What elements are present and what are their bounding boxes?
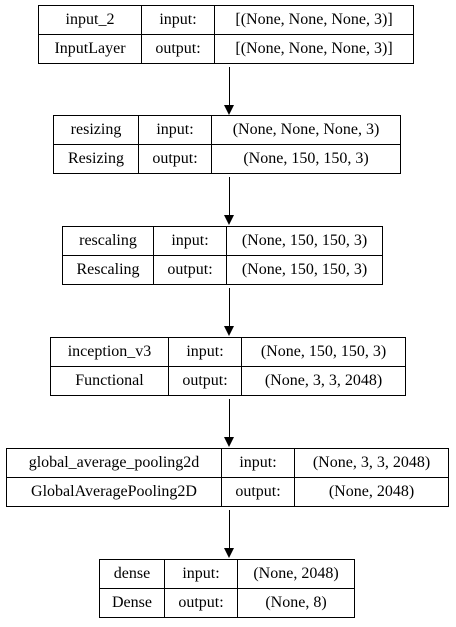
layer-node-rescaling: rescaling input: (None, 150, 150, 3) Res… [62, 226, 383, 285]
connector-arrow [224, 177, 234, 225]
input-shape: (None, 150, 150, 3) [226, 226, 383, 256]
output-label: output: [141, 34, 215, 64]
input-label: input: [164, 559, 238, 589]
output-shape: (None, 150, 150, 3) [226, 255, 383, 285]
input-label: input: [138, 115, 212, 145]
layer-type: Dense [99, 588, 165, 618]
input-label: input: [221, 448, 295, 478]
layer-type: Rescaling [62, 255, 154, 285]
connector-arrow [224, 510, 234, 558]
layer-node-global-average-pooling2d: global_average_pooling2d input: (None, 3… [6, 448, 449, 507]
layer-name: resizing [53, 115, 139, 145]
output-shape: (None, 150, 150, 3) [211, 144, 401, 174]
layer-type: GlobalAveragePooling2D [6, 477, 222, 507]
input-label: input: [141, 5, 215, 35]
input-shape: (None, 3, 3, 2048) [294, 448, 449, 478]
connector-arrow [224, 399, 234, 447]
input-shape: (None, 2048) [237, 559, 355, 589]
layer-name: input_2 [38, 5, 142, 35]
input-shape: [(None, None, None, 3)] [214, 5, 414, 35]
layer-node-inception-v3: inception_v3 input: (None, 150, 150, 3) … [50, 337, 406, 396]
output-shape: (None, 2048) [294, 477, 449, 507]
layer-name: dense [99, 559, 165, 589]
output-label: output: [221, 477, 295, 507]
input-label: input: [168, 337, 242, 367]
layer-type: InputLayer [38, 34, 142, 64]
layer-type: Functional [50, 366, 169, 396]
connector-arrow [224, 67, 234, 115]
layer-type: Resizing [53, 144, 139, 174]
layer-node-dense: dense input: (None, 2048) Dense output: … [99, 559, 355, 618]
connector-arrow [224, 288, 234, 336]
layer-name: inception_v3 [50, 337, 169, 367]
output-label: output: [153, 255, 227, 285]
output-shape: (None, 8) [237, 588, 355, 618]
output-label: output: [164, 588, 238, 618]
input-shape: (None, 150, 150, 3) [241, 337, 406, 367]
layer-node-input-2: input_2 input: [(None, None, None, 3)] I… [38, 5, 414, 64]
output-shape: [(None, None, None, 3)] [214, 34, 414, 64]
output-shape: (None, 3, 3, 2048) [241, 366, 406, 396]
layer-name: global_average_pooling2d [6, 448, 222, 478]
layer-node-resizing: resizing input: (None, None, None, 3) Re… [53, 115, 401, 174]
output-label: output: [168, 366, 242, 396]
output-label: output: [138, 144, 212, 174]
input-label: input: [153, 226, 227, 256]
input-shape: (None, None, None, 3) [211, 115, 401, 145]
layer-name: rescaling [62, 226, 154, 256]
